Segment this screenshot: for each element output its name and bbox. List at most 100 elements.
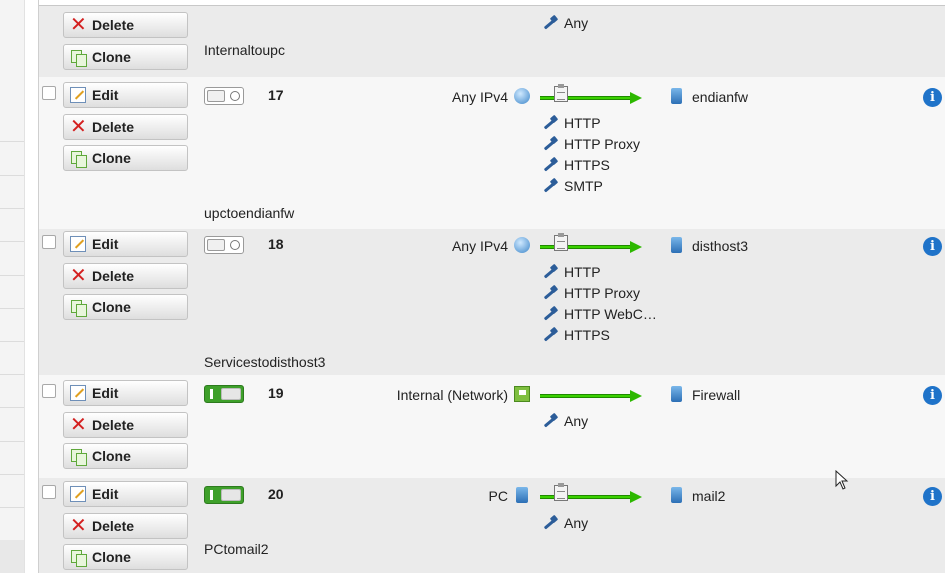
service-plug-icon [542,157,558,173]
policy-clipboard-icon [554,84,568,102]
delete-x-icon: ✕ [70,515,87,537]
host-icon [671,88,682,104]
clone-button[interactable]: Clone [63,44,188,70]
firewall-icon [671,386,682,402]
service-plug-icon [542,136,558,152]
policy-clipboard-icon [554,483,568,501]
service-plug-icon [542,327,558,343]
edit-pencil-icon [70,486,86,502]
table-row-partial: ✕Delete Clone Any Internaltoupc [39,6,945,77]
policy-clipboard-icon [554,233,568,251]
delete-button[interactable]: ✕Delete [63,114,188,140]
edit-button[interactable]: Edit [63,82,188,108]
direction-arrow-icon [540,241,642,253]
edit-pencil-icon [70,87,86,103]
service-item: HTTPS [542,327,610,343]
service-plug-icon [542,115,558,131]
row-select-checkbox[interactable] [42,235,56,249]
row-select-checkbox[interactable] [42,86,56,100]
direction-arrow-icon [540,92,642,104]
rule-destination: mail2 [692,488,726,504]
service-item: HTTP [542,115,601,131]
rule-source: PC [488,488,508,504]
service-plug-icon [542,15,558,31]
delete-button[interactable]: ✕Delete [63,12,188,38]
delete-button[interactable]: ✕Delete [63,513,188,539]
clone-icon [70,49,87,67]
rule-name: Internaltoupc [204,42,285,58]
service-plug-icon [542,285,558,301]
globe-icon [514,237,530,253]
delete-button[interactable]: ✕Delete [63,412,188,438]
clone-icon [70,549,87,567]
edit-button[interactable]: Edit [63,380,188,406]
rule-enable-toggle[interactable] [204,87,244,105]
clone-button[interactable]: Clone [63,294,188,320]
rule-source: Any IPv4 [451,89,508,105]
clone-button[interactable]: Clone [63,145,188,171]
row-select-checkbox[interactable] [42,384,56,398]
rule-name: upctoendianfw [204,205,295,221]
edit-button[interactable]: Edit [63,481,188,507]
delete-x-icon: ✕ [70,265,87,287]
rule-number: 20 [268,486,284,502]
rule-number: 18 [268,236,284,252]
row-select-checkbox[interactable] [42,485,56,499]
service-plug-icon [542,515,558,531]
service-item: HTTP WebC… [542,306,657,322]
service-item: HTTP [542,264,601,280]
host-icon [671,487,682,503]
clone-button[interactable]: Clone [63,544,188,570]
service-plug-icon [542,306,558,322]
clone-button[interactable]: Clone [63,443,188,469]
clone-icon [70,299,87,317]
table-row-17: Edit ✕Delete Clone 17 Any IPv4 endianfw … [39,77,945,229]
rule-name: Servicestodisthost3 [204,354,326,370]
network-flag-icon [514,386,530,402]
rule-number: 17 [268,87,284,103]
rule-enable-toggle[interactable] [204,385,244,403]
delete-x-icon: ✕ [70,116,87,138]
rule-enable-toggle[interactable] [204,486,244,504]
edit-pencil-icon [70,236,86,252]
host-icon [671,237,682,253]
service-plug-icon [542,413,558,429]
delete-button[interactable]: ✕Delete [63,263,188,289]
rule-destination: disthost3 [692,238,749,254]
delete-x-icon: ✕ [70,414,87,436]
info-icon[interactable]: i [923,237,942,256]
direction-arrow-icon [540,491,642,503]
direction-arrow-icon [540,390,642,402]
table-left-border [38,0,39,573]
table-row-19: Edit ✕Delete Clone 19 Internal (Network)… [39,375,945,478]
rule-source: Internal (Network) [396,387,508,403]
edit-button[interactable]: Edit [63,231,188,257]
table-top-border [39,5,945,6]
left-panel-strip [0,0,25,573]
rule-number: 19 [268,385,284,401]
delete-x-icon: ✕ [70,14,87,36]
clone-icon [70,448,87,466]
info-icon[interactable]: i [923,386,942,405]
service-item: HTTP Proxy [542,136,640,152]
service-plug-icon [542,264,558,280]
rule-name: PCtomail2 [204,541,269,557]
globe-icon [514,88,530,104]
clone-icon [70,150,87,168]
service-item: HTTPS [542,157,610,173]
rule-enable-toggle[interactable] [204,236,244,254]
pc-icon [516,487,528,503]
info-icon[interactable]: i [923,487,942,506]
service-plug-icon [542,178,558,194]
service-item: Any [542,515,588,531]
table-row-20: Edit ✕Delete Clone 20 PC mail2 Any PCtom… [39,478,945,573]
table-row-18: Edit ✕Delete Clone 18 Any IPv4 disthost3… [39,229,945,375]
rule-source: Any IPv4 [451,238,508,254]
info-icon[interactable]: i [923,88,942,107]
service-item: HTTP Proxy [542,285,640,301]
service-item: Any [542,413,588,429]
service-item: SMTP [542,178,603,194]
rule-destination: Firewall [692,387,741,403]
rule-destination: endianfw [692,89,749,105]
edit-pencil-icon [70,385,86,401]
